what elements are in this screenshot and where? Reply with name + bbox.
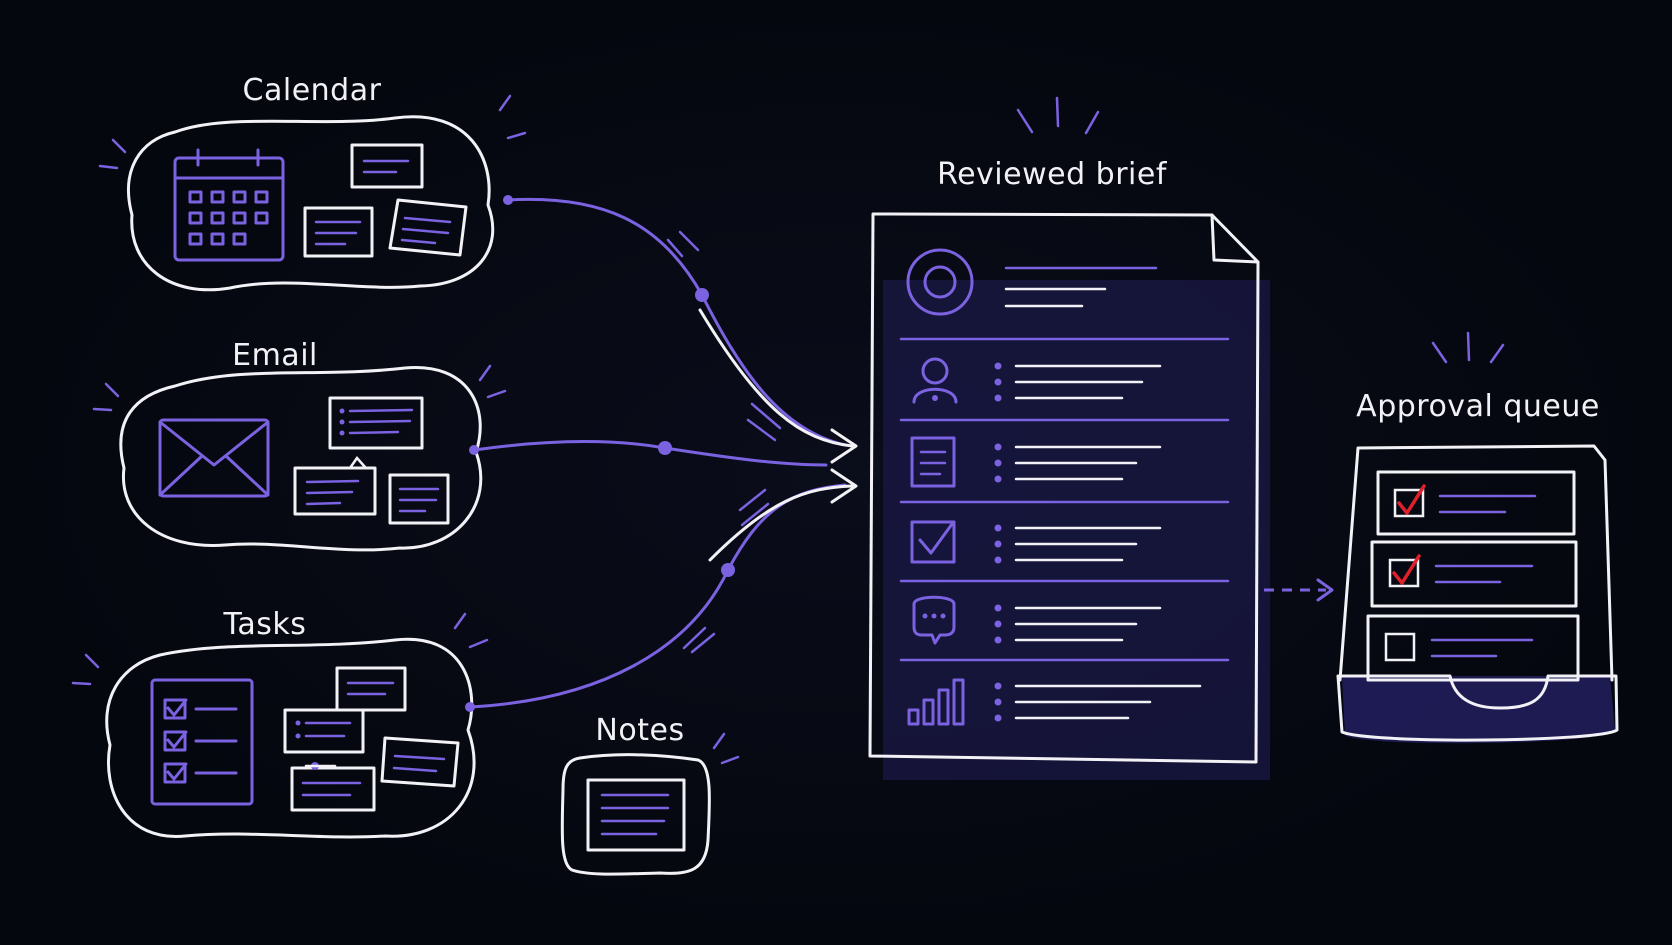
reviewed-brief-label: Reviewed brief (937, 157, 1168, 192)
queue-card-3 (1366, 614, 1580, 682)
brief-section-document (910, 436, 1162, 488)
email-message-card (328, 396, 424, 450)
email-label: Email (232, 338, 318, 373)
calendar-label: Calendar (243, 73, 382, 108)
task-card (283, 708, 365, 754)
email-message-card (388, 473, 450, 525)
calendar-spark-marks (98, 94, 527, 170)
note-icon (586, 778, 686, 852)
tasks-cloud-outline (105, 637, 476, 839)
email-spark-marks (92, 364, 507, 412)
task-card (290, 762, 376, 812)
dashed-arrowhead (1316, 578, 1334, 602)
notes-label: Notes (595, 713, 684, 748)
approval-queue-label: Approval queue (1356, 389, 1600, 424)
calendar-connector-midpoint (695, 288, 709, 302)
notes-source: Notes (560, 713, 740, 876)
flow-connectors (465, 195, 858, 712)
email-cloud-outline (119, 366, 483, 552)
queue-card-2 (1370, 540, 1578, 608)
calendar-to-brief-connector (506, 197, 847, 447)
brief-to-queue-arrow (1264, 578, 1334, 602)
brief-section-person (912, 357, 1162, 404)
tray-front-outline (1336, 674, 1619, 742)
queue-spark-marks (1431, 331, 1505, 364)
reviewed-brief: Reviewed brief (868, 96, 1270, 780)
notes-frame-outline (560, 753, 711, 876)
arrowhead-lower (830, 468, 858, 504)
document-icon (910, 436, 956, 488)
brief-document-outline (868, 212, 1260, 764)
queue-checkbox (1393, 488, 1425, 518)
notes-spark-marks (712, 732, 740, 765)
queue-checkbox (1388, 558, 1420, 588)
tray-shadow (1342, 676, 1615, 744)
envelope-icon (158, 418, 270, 498)
arrow-shaft-lower (708, 484, 854, 562)
calendar-source: Calendar (98, 73, 527, 292)
motion-marks (666, 230, 782, 654)
brief-section-checkbox (910, 520, 1162, 564)
calendar-note-card (303, 206, 374, 258)
bar-chart-icon (907, 678, 965, 726)
brief-section-chart (907, 678, 1202, 726)
calendar-cloud-outline (127, 115, 495, 292)
tasks-spark-marks (71, 612, 489, 686)
email-message-card (293, 455, 377, 516)
tasks-source: Tasks (71, 607, 489, 839)
email-source: Email (92, 338, 507, 552)
email-to-brief-connector (472, 440, 828, 467)
calendar-note-card (350, 143, 424, 189)
email-connector-midpoint (658, 441, 672, 455)
queue-card-1 (1376, 470, 1576, 536)
tasks-connector-midpoint (721, 563, 735, 577)
tasks-to-brief-connector (468, 483, 847, 709)
checklist-icon (150, 678, 254, 806)
arrow-shaft-upper (698, 308, 854, 448)
task-card (335, 666, 407, 712)
brief-section-chat (912, 595, 1162, 645)
brief-spark-marks (1016, 96, 1100, 135)
checkbox-icon (910, 520, 956, 564)
target-icon (906, 248, 974, 316)
chat-bubble-icon (912, 595, 956, 645)
brief-folded-corner (1210, 213, 1260, 264)
queue-checkbox-empty (1384, 632, 1416, 662)
brief-shadow (883, 280, 1270, 780)
converging-arrowheads (698, 308, 858, 562)
tray-back-outline (1338, 444, 1614, 682)
tasks-label: Tasks (223, 607, 307, 642)
task-card (380, 736, 460, 788)
calendar-note-card (388, 198, 468, 257)
calendar-icon (173, 148, 285, 262)
brief-section-target (906, 248, 1158, 316)
red-check-icon (1397, 484, 1426, 515)
person-icon (912, 357, 958, 404)
arrowhead-upper (830, 428, 858, 464)
approval-queue: Approval queue (1336, 331, 1619, 744)
red-check-icon (1392, 554, 1421, 585)
